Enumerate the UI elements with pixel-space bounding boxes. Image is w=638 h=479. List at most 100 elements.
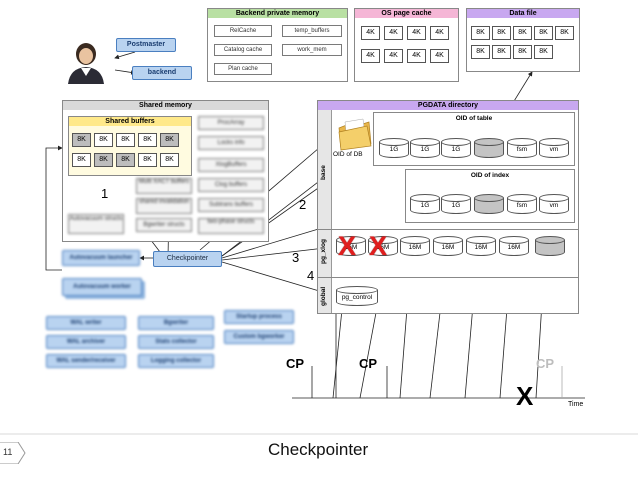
os-cache-cell: 4K	[361, 26, 380, 40]
pgdata-title: PGDATA directory	[318, 101, 578, 110]
os-cache-cell: 4K	[407, 26, 426, 40]
user-avatar-icon	[68, 43, 104, 84]
buffer-cell: 8K	[138, 153, 157, 167]
pg-control-file: pg_control	[336, 286, 378, 308]
oid-of-table-title: OID of table	[455, 115, 493, 122]
plan-cache-box: Plan cache	[214, 63, 272, 75]
data-file-cell: 8K	[555, 26, 574, 40]
step-3-label: 3	[292, 250, 300, 265]
subtrans-buffers-box: Subtrans buffers	[198, 198, 264, 212]
index-segment-file: 1G	[410, 194, 440, 216]
time-axis-label: Time	[568, 401, 584, 408]
pg-control-label: pg_control	[341, 294, 373, 301]
stats-collector-box: Stats collector	[138, 335, 214, 349]
table-segment-label: 1G	[389, 146, 399, 153]
wal-segment-label: 16M	[376, 244, 390, 251]
wal-sender-box: WAL sender/receiver	[46, 354, 126, 368]
data-file-cell: 8K	[513, 26, 532, 40]
xlog-buffers-box: XlogBuffers	[198, 158, 264, 172]
base-section-divider	[318, 229, 578, 230]
table-segment-label: 1G	[420, 146, 430, 153]
slide-number: 11	[3, 447, 13, 457]
buffer-cell: 8K	[72, 153, 91, 167]
autovacuum-structs-box: Autovacuum structs	[68, 214, 124, 234]
os-cache-cell: 4K	[384, 26, 403, 40]
wal-writer-box: WAL writer	[46, 316, 126, 330]
crash-x-icon: X	[516, 381, 534, 411]
checkpointer-box[interactable]: Checkpointer	[153, 251, 222, 267]
os-cache-cell: 4K	[361, 49, 380, 63]
backend-box[interactable]: backend	[132, 66, 192, 80]
buffer-cell: 8K	[94, 133, 113, 147]
wal-archiver-box: WAL archiver	[46, 335, 126, 349]
wal-segment-file: 16M	[433, 236, 463, 258]
wal-segment-file: 16M	[368, 236, 398, 258]
postmaster-box[interactable]: Postmaster	[116, 38, 176, 52]
locks-info-box: Locks info	[198, 136, 264, 150]
os-cache-title: OS page cache	[355, 9, 458, 18]
buffer-cell: 8K	[94, 153, 113, 167]
logging-collector-box: Logging collector	[138, 354, 214, 368]
table-vm-file: vm	[539, 138, 569, 160]
temp-buffers-box: temp_buffers	[282, 25, 342, 37]
startup-process-box: Startup process	[224, 310, 294, 324]
index-fsm-file: fsm	[507, 194, 537, 216]
os-page-cache: OS page cache 4K 4K 4K 4K 4K 4K 4K 4K	[354, 8, 459, 82]
index-segment-file-dirty	[474, 194, 504, 216]
wal-segment-file: 16M	[499, 236, 529, 258]
buffer-cell: 8K	[72, 133, 91, 147]
backend-private-title: Backend private memory	[208, 9, 347, 18]
autovacuum-worker-box: Autovacuum worker	[62, 278, 142, 296]
shared-buffers: Shared buffers 8K 8K 8K 8K 8K 8K 8K 8K 8…	[68, 116, 192, 176]
index-fsm-label: fsm	[516, 202, 528, 209]
folder-icon	[338, 118, 372, 151]
os-cache-cell: 4K	[430, 49, 449, 63]
data-file-cell: 8K	[471, 26, 490, 40]
checkpoint-label-2: CP	[359, 356, 378, 371]
multixact-buffers-box: Multi XACT buffers	[136, 178, 192, 194]
table-segment-file: 1G	[379, 138, 409, 160]
table-segment-file: 1G	[441, 138, 471, 160]
table-fsm-file: fsm	[507, 138, 537, 160]
base-label: base	[320, 165, 327, 180]
removed-wal-x-icon: X	[338, 231, 357, 261]
index-vm-label: vm	[549, 202, 559, 209]
bgwriter-structs-box: Bgwriter structs	[136, 218, 192, 232]
os-cache-cell: 4K	[407, 49, 426, 63]
index-segment-label: 1G	[451, 202, 461, 209]
table-fsm-label: fsm	[516, 146, 528, 153]
data-file-cell: 8K	[534, 45, 553, 59]
data-file-title: Data file	[467, 9, 579, 18]
data-file-cell: 8K	[492, 45, 511, 59]
buffer-cell: 8K	[116, 153, 135, 167]
shared-buffers-title: Shared buffers	[69, 117, 191, 126]
slide-title: Checkpointer	[268, 440, 369, 459]
wal-segment-label: 16M	[507, 244, 521, 251]
step-4-label: 4	[307, 268, 315, 283]
buffer-cell: 8K	[160, 153, 179, 167]
index-segment-label: 1G	[420, 202, 430, 209]
pgxlog-section-divider	[318, 277, 578, 278]
buffer-cell: 8K	[160, 133, 179, 147]
wal-segment-label: 16M	[344, 244, 358, 251]
checkpoint-label-1: CP	[286, 356, 305, 371]
table-segment-file: 1G	[410, 138, 440, 160]
data-file-cell: 8K	[471, 45, 490, 59]
table-vm-label: vm	[549, 146, 559, 153]
data-file: Data file 8K 8K 8K 8K 8K 8K 8K 8K 8K	[466, 8, 580, 72]
step-2-label: 2	[299, 197, 307, 212]
buffer-cell: 8K	[138, 133, 157, 147]
step-1-label: 1	[101, 186, 109, 201]
relcache-box: RelCache	[214, 25, 272, 37]
two-phase-structs-box: two-phase structs	[198, 218, 264, 234]
wal-segment-label: 16M	[474, 244, 488, 251]
wal-segment-file: 16M	[400, 236, 430, 258]
os-cache-cell: 4K	[430, 26, 449, 40]
wal-segment-label: 16M	[441, 244, 455, 251]
procarray-box: ProcArray	[198, 116, 264, 130]
oid-of-db-label: OID of DB	[333, 151, 363, 158]
oid-of-index-title: OID of index	[470, 172, 510, 179]
custom-bgworker-box: Custom bgworker	[224, 330, 294, 344]
shared-memory-title: Shared memory	[63, 101, 268, 110]
index-vm-file: vm	[539, 194, 569, 216]
